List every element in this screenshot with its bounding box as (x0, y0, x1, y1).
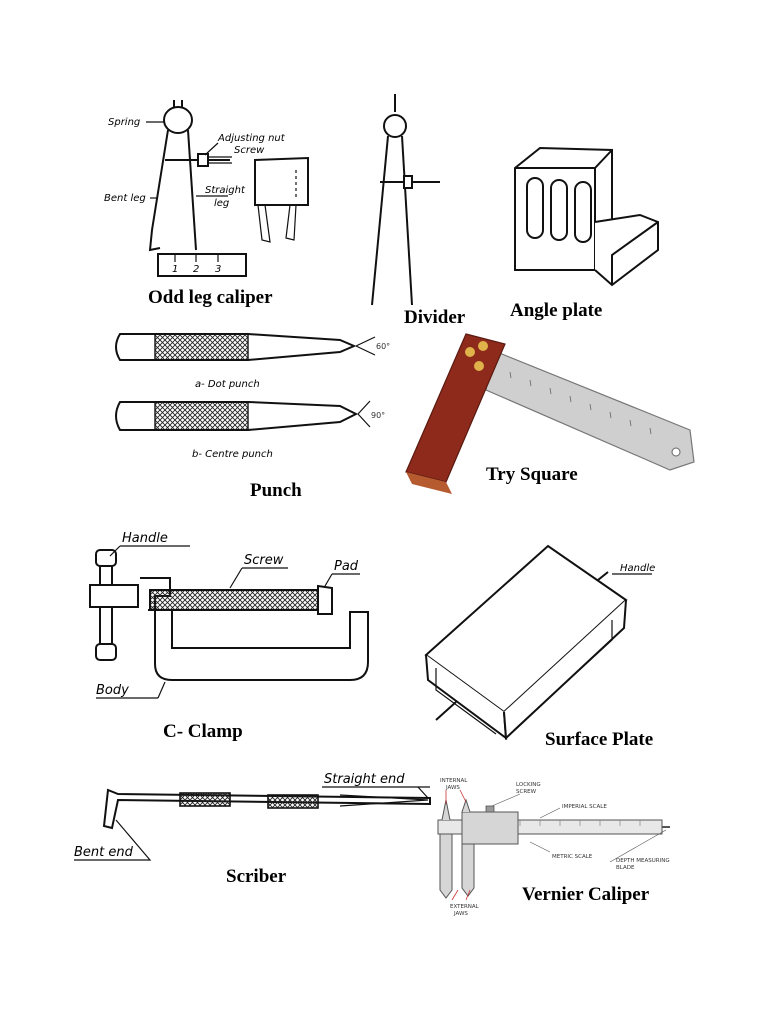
c-clamp-figure: Handle Screw Pad Body (89, 531, 369, 699)
label-dot-punch: a- Dot punch (195, 379, 260, 390)
straight-leg (187, 129, 197, 251)
internal-jaw-2 (461, 798, 471, 813)
label-internal-jaws-1: INTERNAL (440, 778, 468, 784)
label-locking-screw-2: SCREW (516, 789, 537, 795)
brass-rivet-1 (465, 347, 475, 357)
scale-rule (157, 253, 247, 277)
dot-punch-figure: 60° (115, 333, 390, 361)
label-straight-end: Straight end (324, 772, 405, 787)
handle-rear (597, 571, 609, 581)
brass-rivet-3 (474, 361, 484, 371)
divider-leg-left (371, 135, 389, 306)
title-surface-plate: Surface Plate (545, 729, 653, 750)
adjusting-nut (197, 153, 209, 167)
centre-punch-figure: 90° (115, 400, 385, 431)
label-straight-leg-1: Straight (205, 185, 246, 196)
c-clamp-pad (317, 584, 333, 615)
title-divider: Divider (404, 307, 466, 328)
c-clamp-body (140, 577, 369, 681)
centre-punch-angle: 90° (371, 411, 385, 420)
title-odd-leg-caliper: Odd leg caliper (148, 287, 273, 308)
label-centre-punch: b- Centre punch (192, 449, 273, 460)
scriber-body (102, 788, 431, 830)
title-angle-plate: Angle plate (510, 300, 602, 321)
try-square-figure (405, 333, 695, 494)
title-vernier-caliper: Vernier Caliper (522, 884, 650, 905)
scale-tick-1: 1 (172, 264, 178, 275)
label-external-jaws-1: EXTERNAL (450, 904, 480, 910)
title-punch: Punch (250, 480, 302, 501)
spring-ring (163, 106, 193, 134)
try-square-stock (405, 333, 506, 483)
locking-screw (485, 805, 495, 813)
vernier-slider (461, 811, 519, 845)
label-screw: Screw (234, 145, 265, 156)
angle-plate-slot-3 (574, 181, 592, 243)
label-spring: Spring (108, 117, 140, 128)
angle-plate-figure (514, 146, 659, 287)
workpiece (254, 156, 309, 206)
scale-tick-2: 2 (193, 264, 199, 275)
external-jaw-sliding (461, 843, 475, 897)
angle-plate-slot-1 (526, 177, 544, 239)
divider-figure (371, 94, 440, 306)
c-clamp-screw (149, 589, 319, 611)
scriber-figure: Straight end Bent end (74, 772, 431, 861)
divider-leg-right (401, 135, 413, 306)
handle-knob-bottom (95, 643, 117, 661)
label-depth-blade-2: BLADE (616, 865, 635, 871)
label-internal-jaws-2: JAWS (445, 785, 460, 791)
label-bent-end: Bent end (74, 845, 134, 860)
label-adjusting-nut: Adjusting nut (217, 133, 286, 144)
vernier-caliper-figure: INTERNAL JAWS LOCKING SCREW IMPERIAL SCA… (437, 778, 670, 917)
title-try-square: Try Square (486, 464, 578, 485)
scale-tick-3: 3 (215, 264, 221, 275)
label-locking-screw-1: LOCKING (516, 782, 541, 788)
bent-leg (148, 129, 169, 252)
label-screw-clamp: Screw (244, 553, 284, 568)
label-bent-leg: Bent leg (104, 193, 146, 204)
title-scriber: Scriber (226, 866, 287, 887)
odd-leg-caliper-figure: 1 2 3 Spring Adjusting nut Screw Bent le… (104, 100, 309, 277)
label-handle: Handle (122, 531, 168, 546)
dot-punch-angle: 60° (376, 342, 390, 351)
label-body: Body (96, 683, 129, 698)
label-imperial-scale: IMPERIAL SCALE (562, 804, 607, 810)
label-straight-leg-2: leg (214, 198, 229, 209)
divider-spring (383, 114, 407, 138)
title-c-clamp: C- Clamp (163, 721, 243, 742)
label-external-jaws-2: JAWS (453, 911, 468, 917)
angle-plate-slot-2 (550, 179, 568, 241)
handle-front (435, 701, 457, 721)
brass-rivet-2 (478, 341, 488, 351)
try-square-blade (485, 349, 695, 471)
label-pad: Pad (334, 559, 359, 574)
external-jaw-fixed (439, 833, 453, 899)
surface-plate-figure: Handle (424, 544, 655, 741)
label-metric-scale: METRIC SCALE (552, 854, 593, 860)
label-depth-blade-1: DEPTH MEASURING (616, 858, 670, 864)
label-handle-plate: Handle (620, 563, 655, 574)
